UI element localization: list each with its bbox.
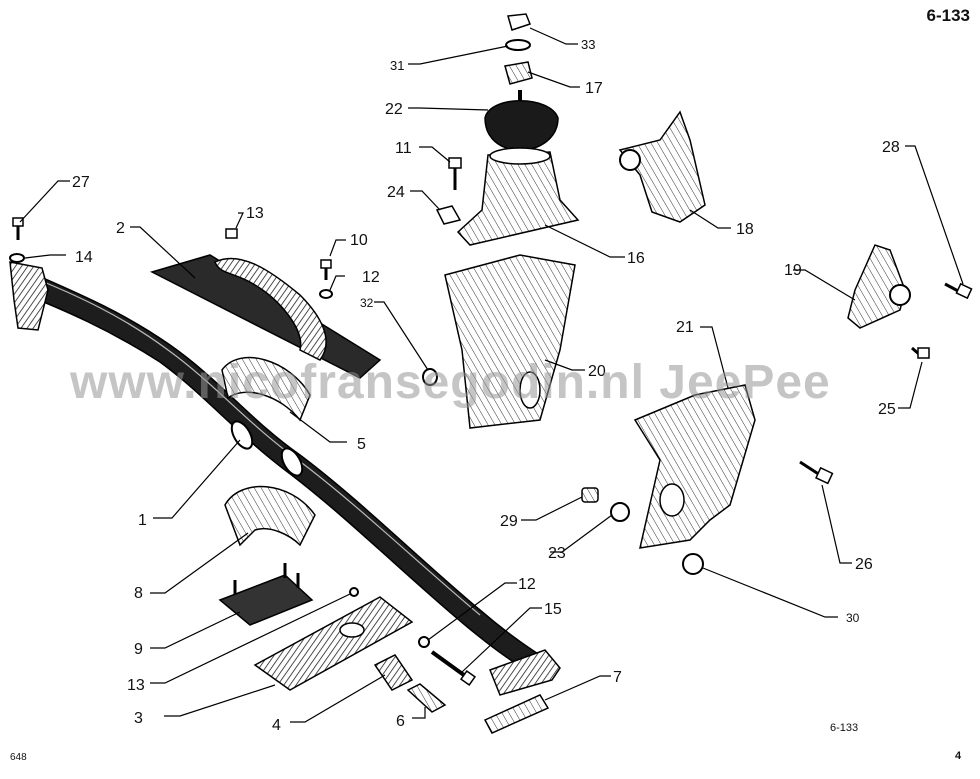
part-washer-30	[682, 553, 704, 575]
callout-29: 29	[500, 513, 518, 530]
part-bracket-18	[618, 110, 706, 223]
part-washer-12b	[418, 636, 430, 648]
part-insulator-lower	[224, 485, 316, 547]
part-bracket-19	[847, 244, 911, 329]
callout-26: 26	[855, 556, 873, 573]
callout-8: 8	[134, 585, 143, 602]
leader-lines	[19, 27, 964, 723]
part-crossmember	[9, 261, 561, 696]
page-code-right: 4	[955, 750, 962, 762]
callout-16: 16	[627, 250, 645, 267]
part-tab-24	[435, 205, 462, 225]
sheet-code: 6-133	[926, 6, 970, 25]
part-bolt-10	[320, 259, 332, 280]
callout-13b: 13	[127, 677, 145, 694]
part-nut-29	[581, 487, 599, 503]
callout-4: 4	[272, 717, 281, 734]
callout-7: 7	[613, 669, 622, 686]
part-strap	[483, 694, 550, 734]
callout-23: 23	[548, 545, 566, 562]
part-washer-14	[9, 253, 25, 263]
callout-2: 2	[116, 220, 125, 237]
part-nut-17	[504, 61, 533, 85]
callout-27: 27	[72, 174, 90, 191]
part-bolt-15	[430, 650, 477, 687]
callout-12a: 12	[362, 269, 380, 286]
part-nut-13a	[225, 228, 238, 239]
part-sleeve	[373, 654, 414, 691]
part-lockwasher-31	[505, 39, 531, 51]
part-bracket-20	[444, 254, 576, 429]
callout-21: 21	[676, 319, 694, 336]
callout-28: 28	[882, 139, 900, 156]
callout-6: 6	[396, 713, 405, 730]
callout-5: 5	[357, 436, 366, 453]
part-spacer-32	[422, 368, 438, 386]
part-washer-12a	[319, 289, 333, 299]
part-bolt-27	[12, 217, 24, 240]
part-bolt-25	[911, 346, 930, 359]
callout-9: 9	[134, 641, 143, 658]
callout-10: 10	[350, 232, 368, 249]
callout-22: 22	[385, 101, 403, 118]
part-nut-33	[507, 13, 531, 31]
part-nut-13b	[349, 587, 359, 597]
part-lower-bracket	[253, 596, 414, 691]
callout-15: 15	[544, 601, 562, 618]
callout-25: 25	[878, 401, 896, 418]
page-code-left: 648	[10, 752, 27, 763]
callout-32: 32	[360, 296, 374, 310]
callout-13a: 13	[246, 205, 264, 222]
part-rubber-cushion-22	[484, 100, 559, 151]
callout-18: 18	[736, 221, 754, 238]
part-bolt-11	[448, 157, 462, 190]
callout-31: 31	[390, 58, 404, 73]
part-bolt-26	[799, 460, 834, 485]
callout-1: 1	[138, 512, 147, 529]
callout-12b: 12	[518, 576, 536, 593]
part-pin	[406, 683, 447, 713]
part-insulator-upper	[221, 356, 311, 422]
part-washer-23	[610, 502, 630, 522]
callout-20: 20	[588, 363, 606, 380]
plate-code: 6-133	[830, 722, 859, 734]
callout-30: 30	[846, 611, 860, 625]
part-clamp-plate	[218, 563, 314, 626]
callout-33: 33	[581, 37, 595, 52]
watermark: www.nicofransegodin.nl JeePee	[70, 356, 831, 409]
callout-3: 3	[134, 710, 143, 727]
part-engine-mount-16	[456, 147, 580, 246]
part-bolt-28	[944, 282, 973, 300]
callout-24: 24	[387, 184, 405, 201]
callout-14: 14	[75, 249, 93, 266]
callout-17: 17	[585, 80, 603, 97]
callout-labels: 1 2 3 4 5 6 7 8 9 10 11 12 12 13 13 14 1…	[72, 37, 900, 734]
callout-11: 11	[395, 140, 412, 157]
callout-19: 19	[784, 262, 802, 279]
part-upper-clamp	[149, 254, 382, 379]
part-bracket-21	[633, 384, 756, 549]
